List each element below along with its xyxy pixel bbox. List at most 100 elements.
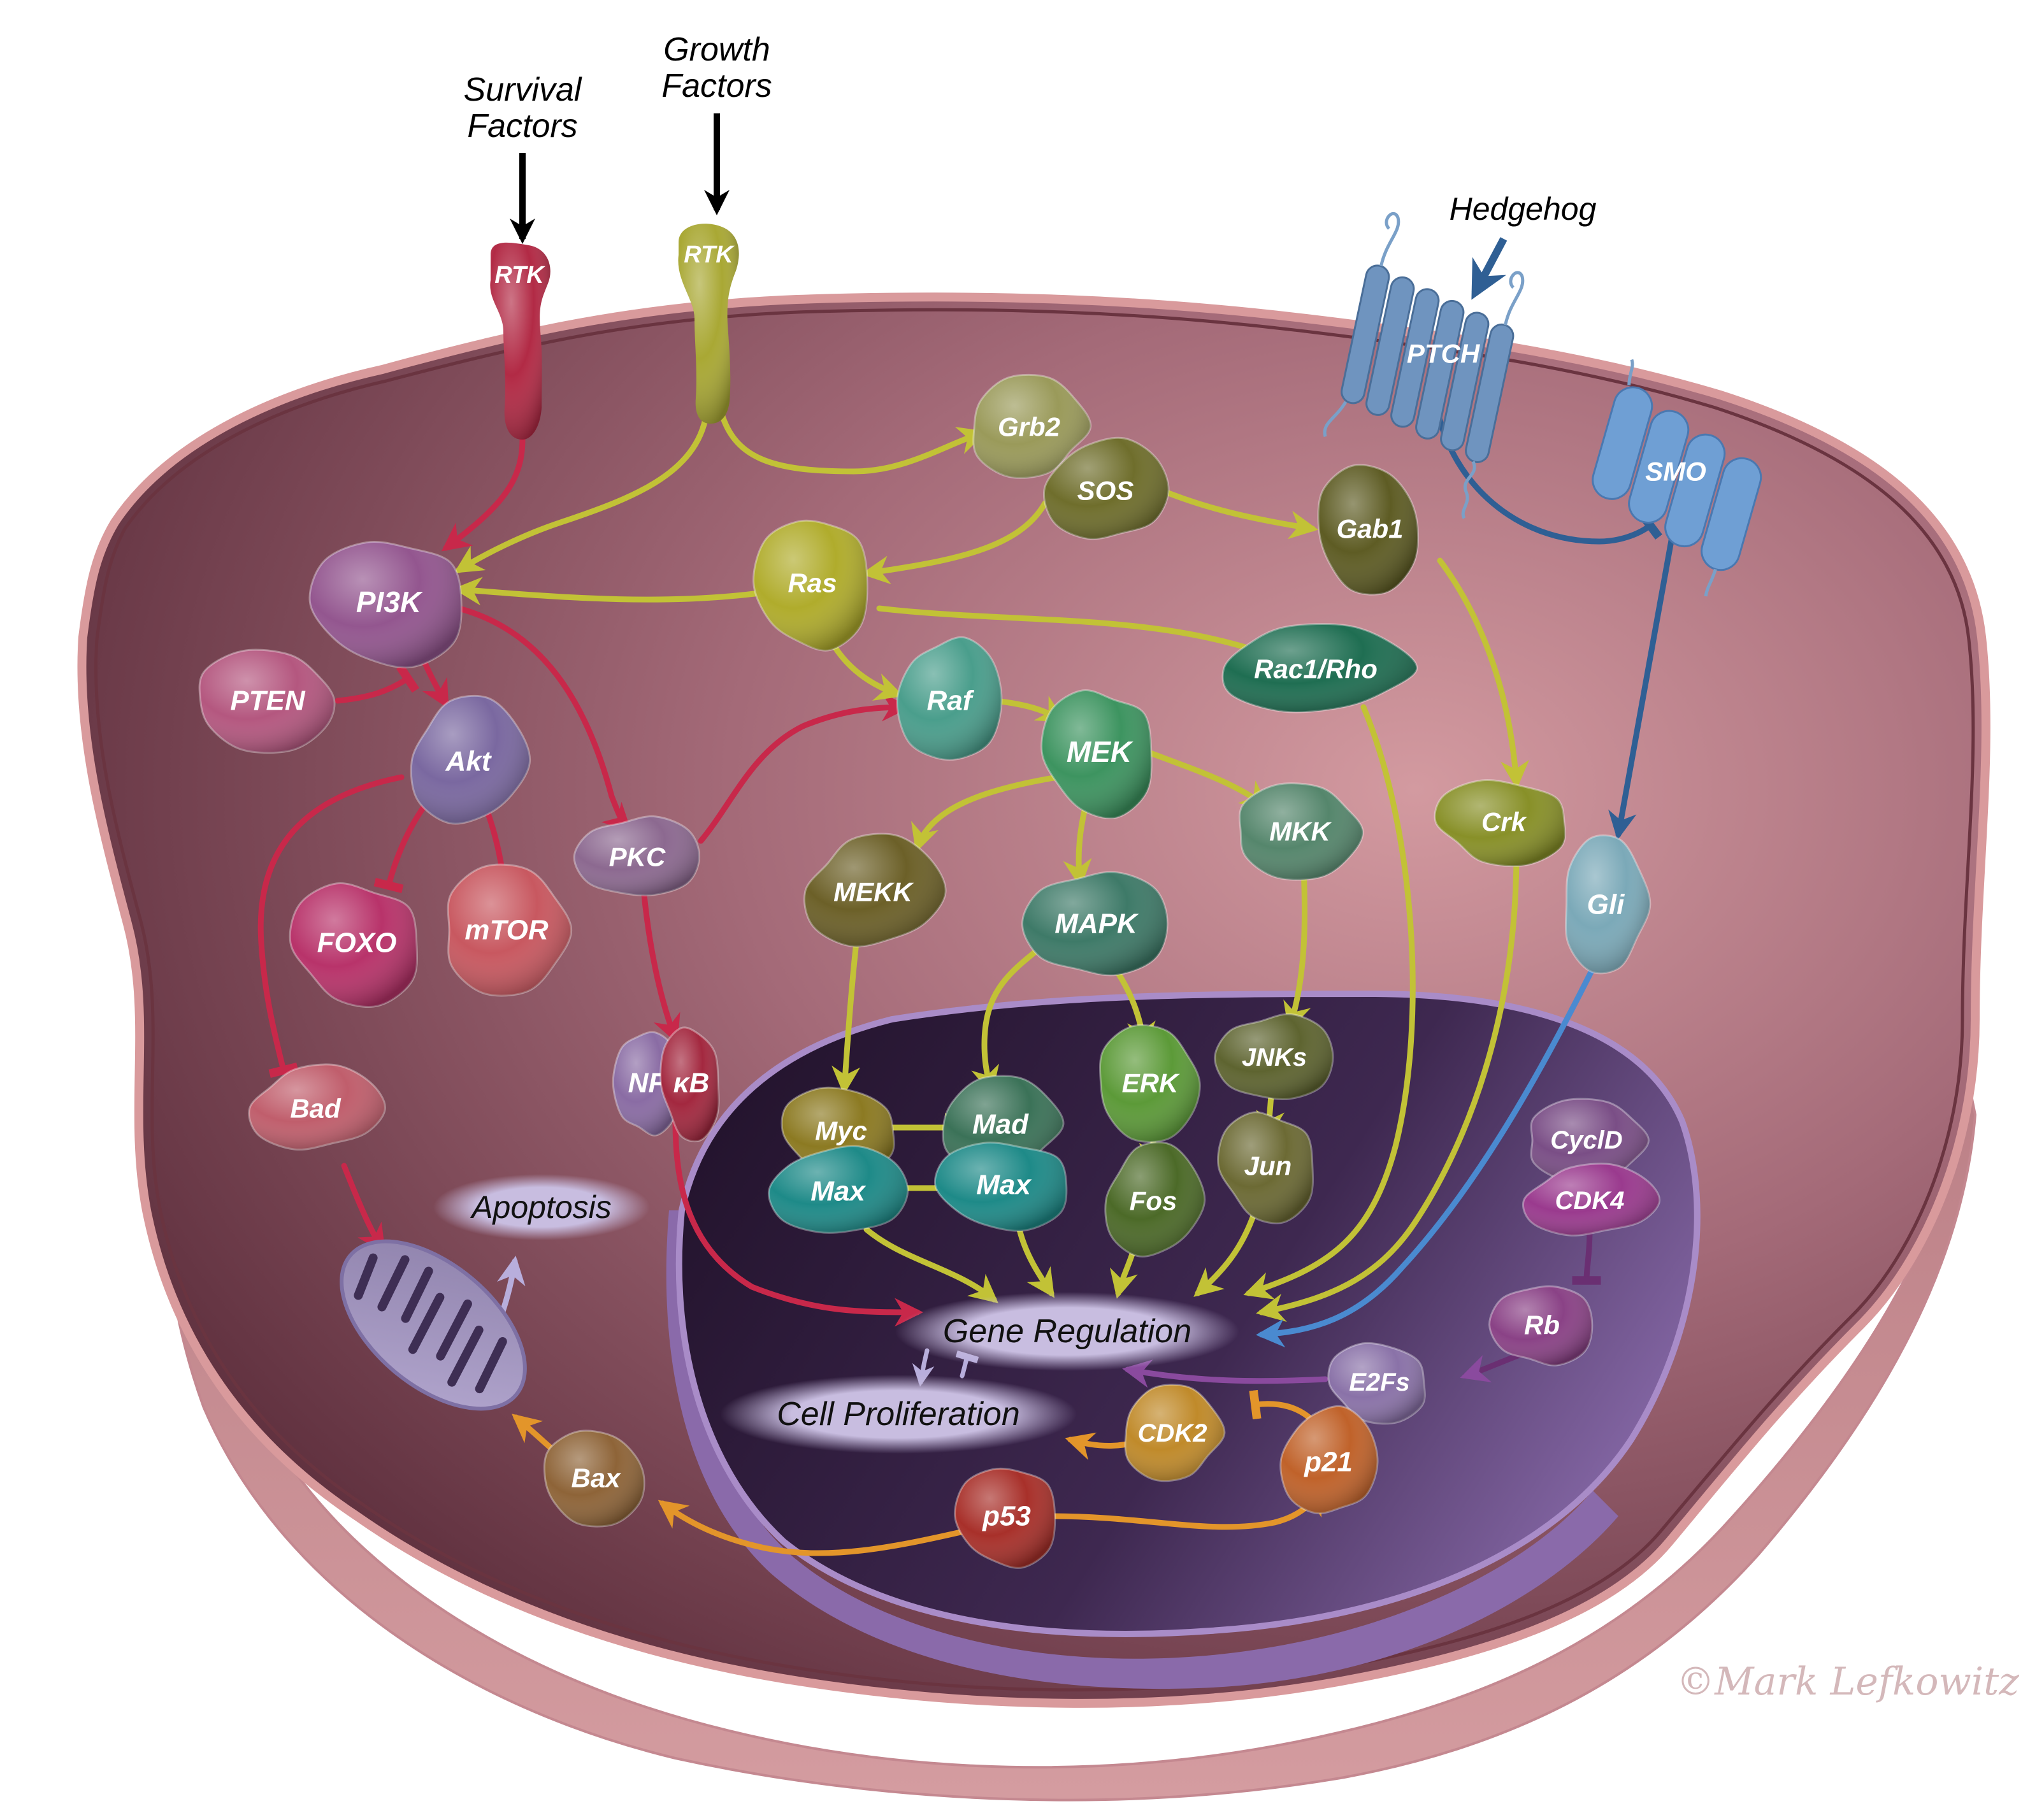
gli-shading xyxy=(1565,835,1650,973)
edge-smo-to-gli xyxy=(1608,513,1679,840)
outcome-gene-regulation: Gene Regulation xyxy=(895,1292,1239,1371)
growth-factors-label-line2: Factors xyxy=(661,68,772,104)
rb-label: Rb xyxy=(1524,1310,1560,1340)
max-left-label: Max xyxy=(810,1176,866,1207)
protein-p21: p21 xyxy=(1279,1405,1379,1515)
ptch-tail-right xyxy=(1461,461,1476,519)
mapk-shading xyxy=(1022,871,1168,975)
cdk4-shading xyxy=(1523,1163,1660,1236)
edge-max-to-gene-regulation xyxy=(863,1226,998,1303)
pkc-label: PKC xyxy=(609,842,666,872)
protein-pi3k: PI3K xyxy=(308,541,463,669)
edge-mek-to-mekk xyxy=(911,774,1061,853)
edge-mekk-to-myc xyxy=(831,933,861,1095)
edge-ras-to-pi3k xyxy=(453,577,768,606)
raf-shading xyxy=(897,637,1002,760)
edge-ras-to-rac1 xyxy=(876,605,1286,664)
protein-bax: Bax xyxy=(543,1430,645,1528)
ptch-helix-2 xyxy=(1365,276,1415,416)
pi3k-shading xyxy=(310,541,462,668)
cdk2-shading xyxy=(1125,1384,1225,1481)
rtk-survival-shade xyxy=(490,242,551,440)
bax-label: Bax xyxy=(571,1463,621,1493)
protein-pten: PTEN xyxy=(198,649,336,754)
jnks-shading xyxy=(1214,1014,1333,1100)
apoptosis-bubble xyxy=(433,1174,650,1240)
mekk-shading xyxy=(804,833,946,947)
smo-tail-top xyxy=(1627,359,1634,386)
cell-membrane-inner-line xyxy=(94,308,1975,1692)
protein-erk: ERK xyxy=(1099,1024,1201,1143)
smo-label: SMO xyxy=(1645,457,1706,487)
jun-shading xyxy=(1218,1112,1313,1224)
smo-helix-2 xyxy=(1628,410,1690,524)
edge-rb-to-e2fs xyxy=(1460,1351,1526,1382)
rac1-rho-label: Rac1/Rho xyxy=(1254,654,1378,684)
protein-nfkb-kb: κB xyxy=(659,1026,720,1143)
hedgehog-label: Hedgehog xyxy=(1450,191,1597,227)
nfkb-kb-label: κB xyxy=(673,1068,710,1099)
gli-label: Gli xyxy=(1587,889,1625,921)
protein-crk: Crk xyxy=(1434,779,1566,868)
protein-ras: Ras xyxy=(752,519,868,652)
smo-helix-1 xyxy=(1592,386,1653,500)
hedgehog-arrow xyxy=(1471,237,1508,300)
protein-grb2: Grb2 xyxy=(972,373,1092,479)
protein-rac1-rho: Rac1/Rho xyxy=(1221,623,1418,713)
edge-p53-to-bax xyxy=(658,1500,978,1556)
ptch-helix-4 xyxy=(1415,299,1465,440)
cycld-shading xyxy=(1531,1099,1649,1182)
sos-shading xyxy=(1044,438,1169,540)
receptor-smo xyxy=(1592,359,1762,597)
edge-sos-to-ras xyxy=(861,500,1048,585)
edge-rtk-to-pi3k xyxy=(441,436,526,552)
growth-factors-label-line1: Growth xyxy=(663,31,770,68)
external-signal-growth: Growth Factors xyxy=(661,31,772,215)
edge-crk-to-gene-regulation xyxy=(1256,850,1520,1322)
rtk-growth-label: RTK xyxy=(684,241,735,268)
cell-base-wall xyxy=(158,950,1977,1802)
crk-shading xyxy=(1434,780,1565,866)
gene-regulation-label: Gene Regulation xyxy=(943,1313,1191,1350)
protein-mapk: MAPK xyxy=(1021,871,1169,977)
nfkb-kb-shading xyxy=(660,1027,719,1142)
fos-shading xyxy=(1105,1142,1205,1257)
mkk-label: MKK xyxy=(1269,817,1332,847)
protein-jun: Jun xyxy=(1217,1111,1314,1224)
protein-fos: Fos xyxy=(1104,1141,1206,1258)
mek-label: MEK xyxy=(1067,735,1134,768)
ptch-label: PTCH xyxy=(1407,339,1481,369)
edge-akt-inhibits-foxo xyxy=(373,799,430,894)
sos-label: SOS xyxy=(1077,476,1134,506)
jnks-label: JNKs xyxy=(1242,1043,1307,1071)
crk-label: Crk xyxy=(1481,807,1528,837)
protein-sos: SOS xyxy=(1042,436,1170,540)
p53-label: p53 xyxy=(982,1501,1031,1532)
receptor-rtk-survival: RTK xyxy=(490,242,551,440)
grb2-label: Grb2 xyxy=(998,412,1060,442)
copyright-credit: ©Mark Lefkowitz xyxy=(1676,1659,2019,1704)
edge-cdk4-inhibits-rb xyxy=(1572,1226,1601,1285)
rtk-growth-shade xyxy=(678,224,739,424)
myc-label: Myc xyxy=(815,1116,867,1146)
gab1-label: Gab1 xyxy=(1336,514,1403,544)
survival-factors-label-line1: Survival xyxy=(464,71,582,108)
edge-gab1-to-crk xyxy=(1437,557,1530,789)
foxo-label: FOXO xyxy=(317,928,397,959)
edge-rtk-to-grb2 xyxy=(717,405,987,475)
smo-tail-bottom xyxy=(1704,568,1717,597)
protein-jnks: JNKs xyxy=(1214,1013,1334,1101)
protein-cycld: CyclD xyxy=(1530,1098,1650,1183)
outcome-cell-proliferation: Cell Proliferation xyxy=(720,1375,1077,1454)
mapk-label: MAPK xyxy=(1054,908,1139,940)
smo-helix-3 xyxy=(1664,433,1726,548)
protein-rb: Rb xyxy=(1488,1285,1594,1366)
cycld-label: CyclD xyxy=(1550,1126,1622,1154)
external-signal-survival: Survival Factors xyxy=(464,71,582,244)
edge-p21-inhibits-cdk2 xyxy=(1249,1389,1316,1424)
rac1-rho-shading xyxy=(1222,624,1417,712)
p21-shading xyxy=(1280,1406,1378,1514)
ptch-tail-left xyxy=(1323,401,1348,437)
edge-pkc-to-raf xyxy=(698,692,910,844)
